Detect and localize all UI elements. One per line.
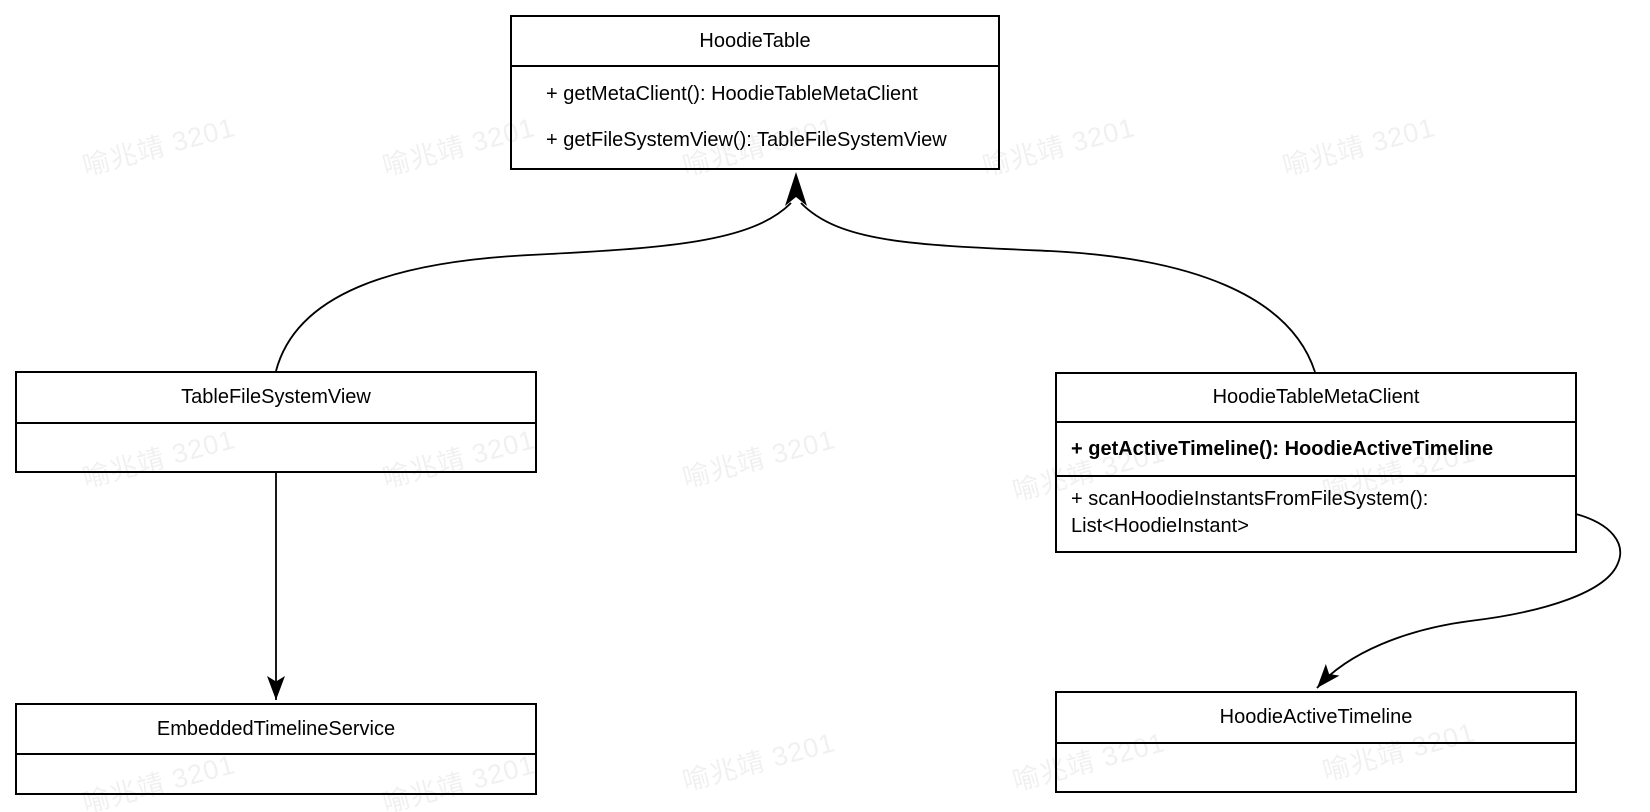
class-title: TableFileSystemView xyxy=(17,373,535,424)
class-embeddedtimelineservice: EmbeddedTimelineService xyxy=(15,703,537,795)
class-empty-compartment xyxy=(17,424,535,471)
edge-hoodietablemetaclient-to-hoodieactivetimeline xyxy=(1316,513,1622,689)
arrowhead-up-icon xyxy=(785,172,807,206)
class-method: + scanHoodieInstantsFromFileSystem(): Li… xyxy=(1071,488,1429,537)
class-method: + getActiveTimeline(): HoodieActiveTimel… xyxy=(1057,423,1575,477)
class-empty-compartment xyxy=(1057,744,1575,791)
edge-tablefilesystemview-to-hoodietable xyxy=(275,202,792,372)
edge-hoodietablemetaclient-to-hoodietable xyxy=(800,202,1316,373)
class-title: HoodieTableMetaClient xyxy=(1057,374,1575,423)
class-hoodietable: HoodieTable + getMetaClient(): HoodieTab… xyxy=(510,15,1000,170)
class-method: + getMetaClient(): HoodieTableMetaClient xyxy=(546,82,918,105)
class-title: HoodieActiveTimeline xyxy=(1057,693,1575,744)
class-methods: + getMetaClient(): HoodieTableMetaClient… xyxy=(512,67,998,168)
class-empty-compartment xyxy=(17,755,535,793)
class-tablefilesystemview: TableFileSystemView xyxy=(15,371,537,473)
class-title: HoodieTable xyxy=(512,17,998,67)
class-title: EmbeddedTimelineService xyxy=(17,705,535,755)
class-hoodieactivetimeline: HoodieActiveTimeline xyxy=(1055,691,1577,793)
class-method: + getFileSystemView(): TableFileSystemVi… xyxy=(546,129,947,152)
class-hoodietablemetaclient: HoodieTableMetaClient + getActiveTimelin… xyxy=(1055,372,1577,553)
